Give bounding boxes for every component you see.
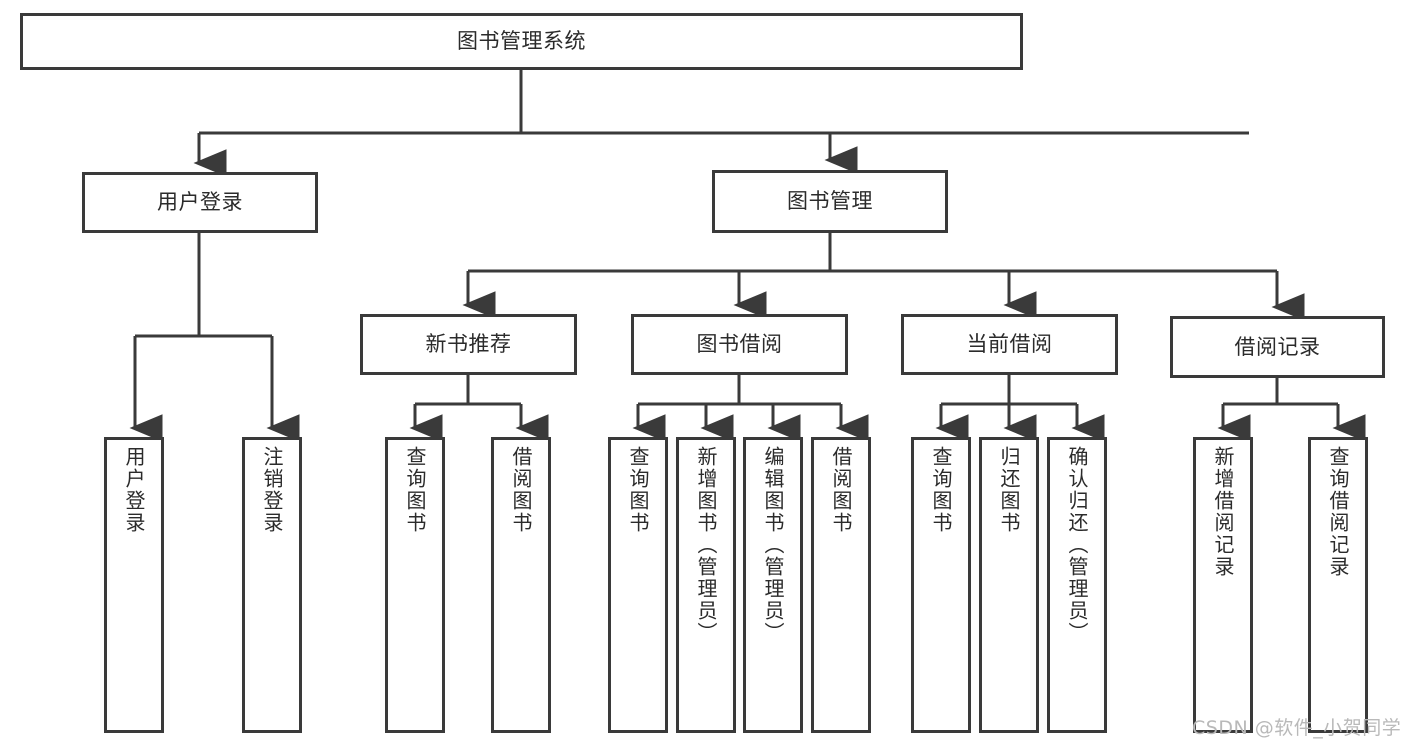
leaf-logout[interactable]: 注销登录 — [242, 437, 302, 733]
leaf-br-query-record-label: 查询借阅记录 — [1326, 446, 1350, 578]
leaf-user-login[interactable]: 用户登录 — [104, 437, 164, 733]
node-new-book-recommend-label: 新书推荐 — [425, 332, 512, 357]
leaf-cb-return-book-label: 归还图书 — [997, 446, 1021, 534]
leaf-br-query-record[interactable]: 查询借阅记录 — [1308, 437, 1368, 733]
node-root-label: 图书管理系统 — [457, 29, 586, 54]
watermark-text: CSDN @软件_小贺同学 — [1192, 717, 1402, 739]
node-root[interactable]: 图书管理系统 — [20, 13, 1023, 70]
leaf-bb-query-book-label: 查询图书 — [626, 446, 650, 534]
node-borrow-record-label: 借阅记录 — [1234, 334, 1321, 359]
leaf-br-add-record-label: 新增借阅记录 — [1211, 446, 1235, 578]
node-user-login[interactable]: 用户登录 — [82, 172, 318, 233]
leaf-bb-borrow-book[interactable]: 借阅图书 — [811, 437, 871, 733]
leaf-nb-query-book[interactable]: 查询图书 — [385, 437, 445, 733]
leaf-bb-edit-book-admin[interactable]: 编辑图书（管理员） — [743, 437, 803, 733]
leaf-nb-borrow-book[interactable]: 借阅图书 — [491, 437, 551, 733]
node-book-manage-label: 图书管理 — [787, 189, 873, 214]
leaf-cb-confirm-return-admin[interactable]: 确认归还（管理员） — [1047, 437, 1107, 733]
leaf-logout-label: 注销登录 — [260, 446, 284, 534]
node-current-borrow[interactable]: 当前借阅 — [901, 314, 1118, 375]
leaf-bb-borrow-book-label: 借阅图书 — [829, 446, 853, 534]
leaf-bb-add-book-admin-label: 新增图书（管理员） — [694, 446, 718, 644]
node-book-manage[interactable]: 图书管理 — [712, 170, 948, 233]
leaf-cb-return-book[interactable]: 归还图书 — [979, 437, 1039, 733]
leaf-cb-confirm-return-admin-label: 确认归还（管理员） — [1065, 446, 1089, 644]
leaf-bb-query-book[interactable]: 查询图书 — [608, 437, 668, 733]
leaf-cb-query-book-label: 查询图书 — [929, 446, 953, 534]
leaf-br-add-record[interactable]: 新增借阅记录 — [1193, 437, 1253, 733]
leaf-nb-borrow-book-label: 借阅图书 — [509, 446, 533, 534]
node-borrow-record[interactable]: 借阅记录 — [1170, 316, 1385, 378]
leaf-user-login-label: 用户登录 — [122, 446, 146, 534]
node-book-borrow[interactable]: 图书借阅 — [631, 314, 848, 375]
leaf-cb-query-book[interactable]: 查询图书 — [911, 437, 971, 733]
node-current-borrow-label: 当前借阅 — [966, 332, 1053, 357]
node-new-book-recommend[interactable]: 新书推荐 — [360, 314, 577, 375]
node-user-login-label: 用户登录 — [157, 190, 243, 215]
node-book-borrow-label: 图书借阅 — [696, 332, 783, 357]
leaf-nb-query-book-label: 查询图书 — [403, 446, 427, 534]
leaf-bb-edit-book-admin-label: 编辑图书（管理员） — [761, 446, 785, 644]
leaf-bb-add-book-admin[interactable]: 新增图书（管理员） — [676, 437, 736, 733]
